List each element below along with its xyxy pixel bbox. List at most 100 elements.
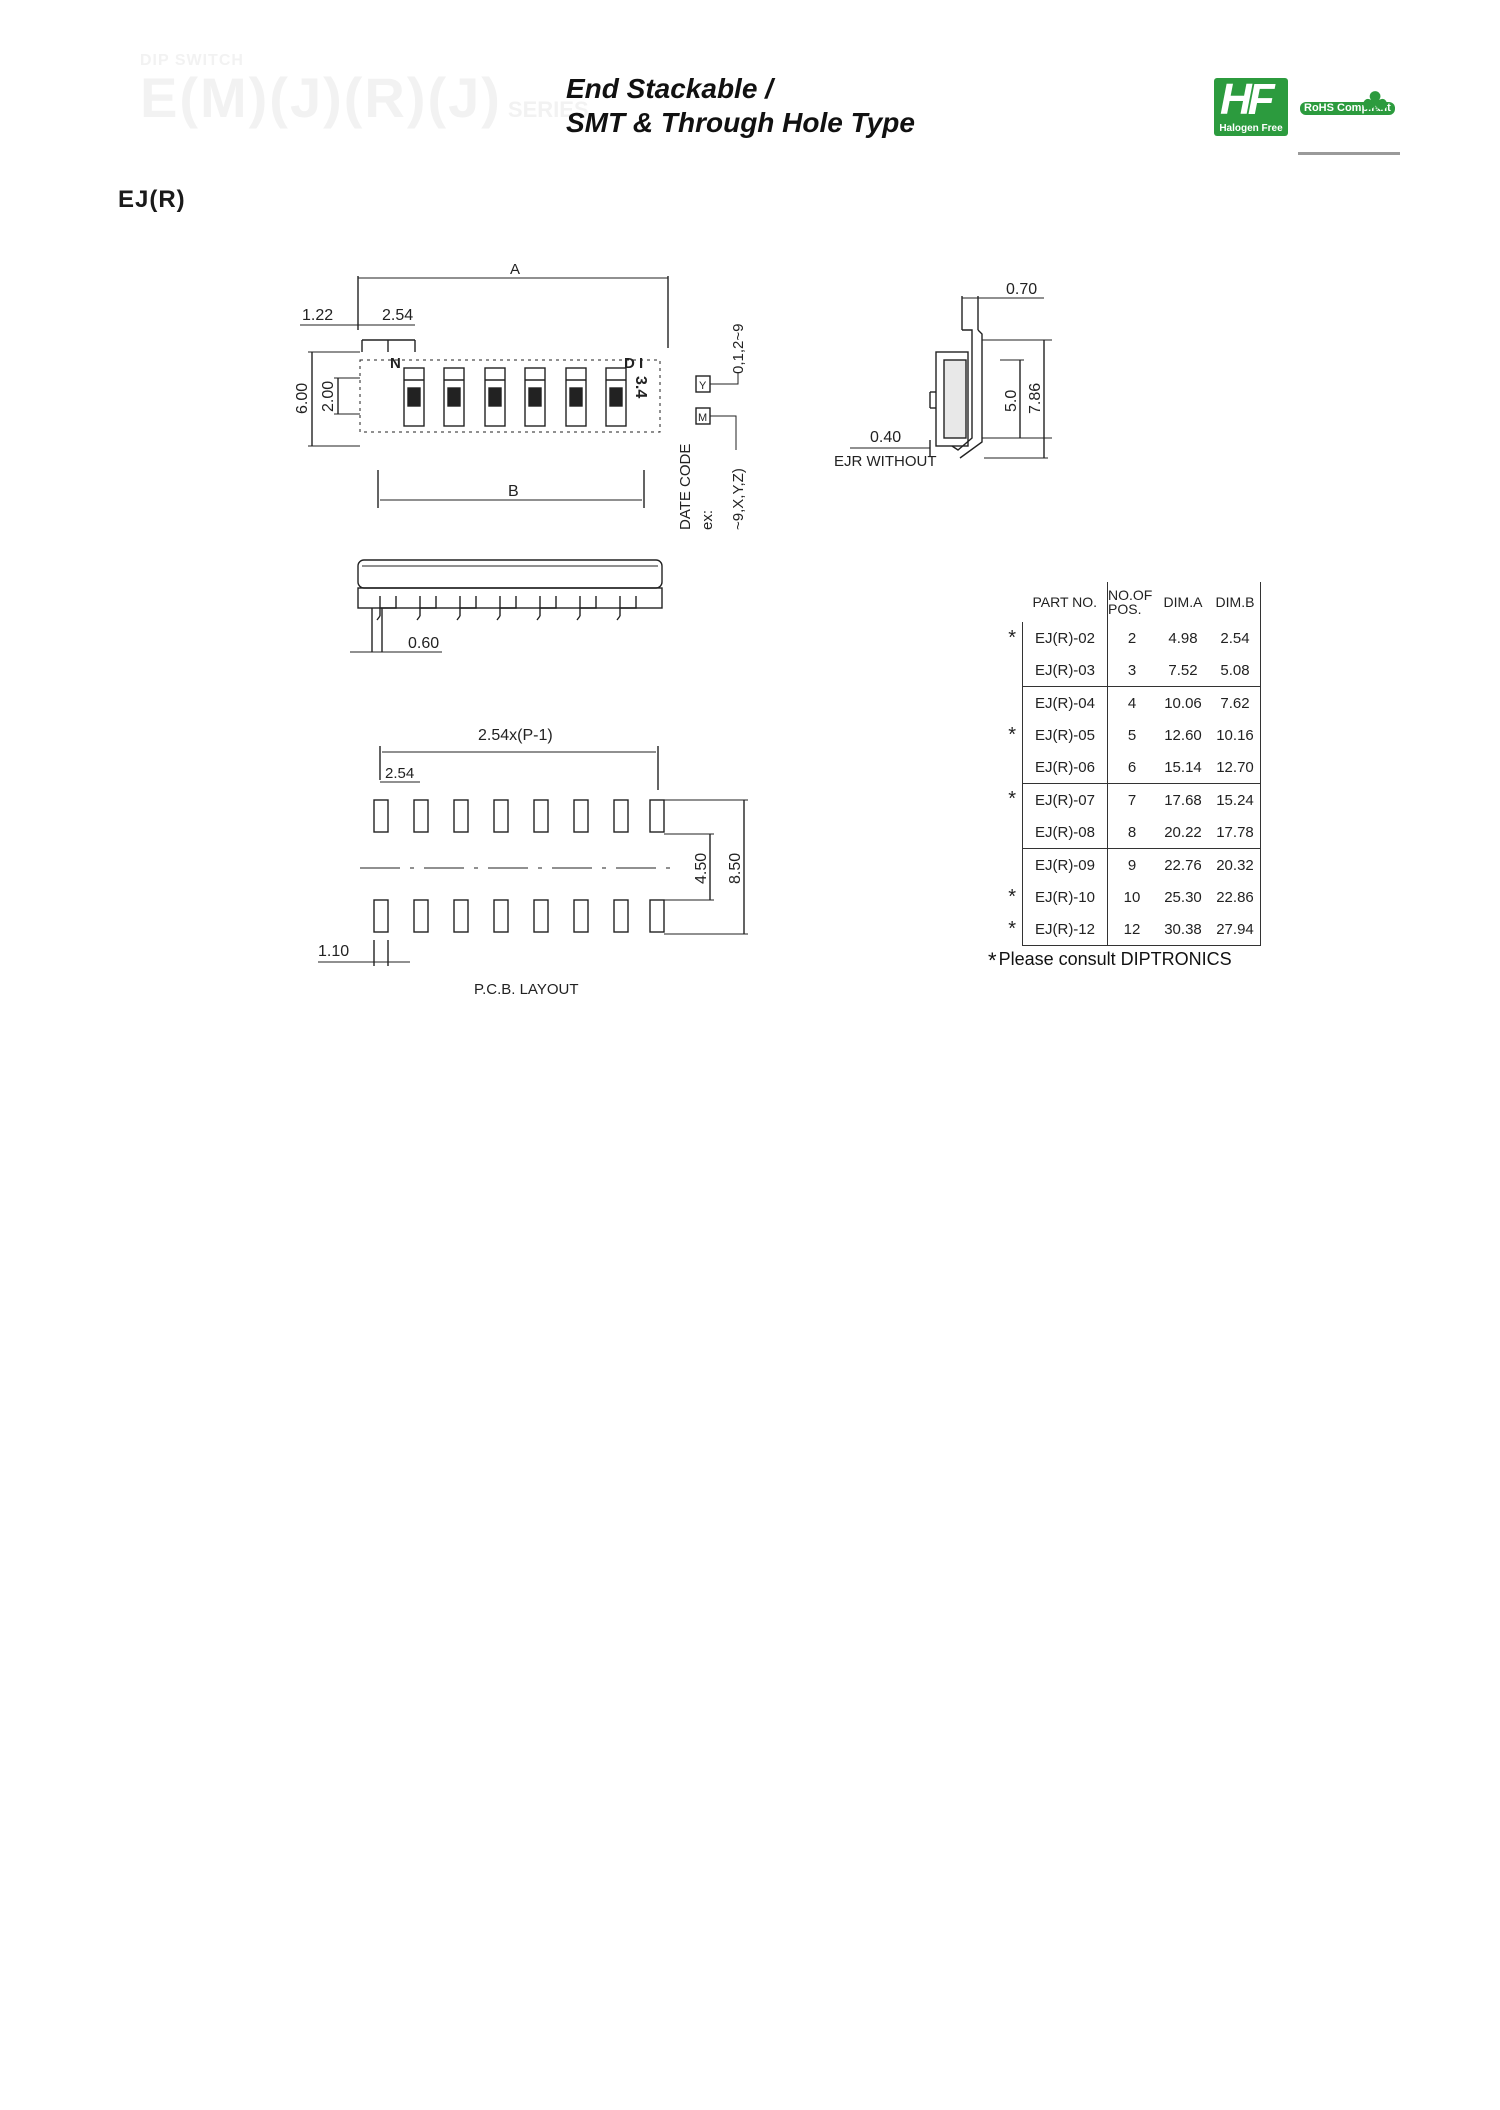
dim-0-40: 0.40	[870, 429, 901, 446]
page-title: End Stackable / SMT & Through Hole Type	[566, 72, 915, 140]
cell-dim-b: 22.86	[1210, 881, 1261, 913]
footnote-text: Please consult DIPTRONICS	[998, 949, 1232, 969]
table-row: * EJ(R)-05 5 12.60 10.16	[988, 719, 1261, 751]
table-row: EJ(R)-03 3 7.52 5.08	[988, 654, 1261, 687]
pcb-4-50: 4.50	[693, 853, 710, 884]
cell-pos: 9	[1107, 848, 1156, 881]
cell-part: EJ(R)-08	[1022, 816, 1108, 849]
cell-part: EJ(R)-04	[1022, 686, 1108, 719]
cell-part: EJ(R)-07	[1022, 783, 1108, 816]
side-view: 0.70 5.0 7.86 0.40 EJR WITHOUT	[834, 281, 1052, 470]
dim-2-54-top: 2.54	[382, 307, 413, 324]
watermark-small: DIP SWITCH	[140, 52, 244, 69]
label-di: D I	[624, 355, 643, 372]
rohs-text: RoHS Compliant	[1300, 102, 1395, 115]
header-dim-a: DIM.A	[1163, 594, 1203, 610]
dim-6-00: 6.00	[294, 383, 311, 414]
cell-part: EJ(R)-12	[1022, 913, 1108, 946]
cell-dim-a: 12.60	[1164, 726, 1202, 744]
table-footnote: *Please consult DIPTRONICS	[988, 948, 1232, 974]
dimension-table: PART NO. NO.OF POS. DIM.A DIM.B * EJ(R)-…	[988, 582, 1261, 946]
cell-dim-b: 2.54	[1210, 622, 1261, 654]
consult-star	[988, 849, 1023, 882]
pcb-8-50: 8.50	[727, 853, 744, 884]
table-row: * EJ(R)-02 2 4.98 2.54	[988, 622, 1261, 654]
header-pos: NO.OF POS.	[1107, 582, 1156, 622]
title-line-2: SMT & Through Hole Type	[566, 107, 915, 138]
cell-pos: 10	[1107, 881, 1156, 913]
watermark-big: E(M)(J)(R)(J)	[140, 66, 502, 129]
cell-dim-b: 27.94	[1210, 913, 1261, 946]
header-dim-b: DIM.B	[1210, 582, 1261, 622]
pcb-layout: 2.54x(P-1) 2.54 4.50 8.50 1.10 P.C.B. LA…	[318, 727, 748, 998]
code-digits: 0,1,2~9	[730, 324, 747, 374]
consult-star	[988, 687, 1023, 720]
cell-dim-a: 17.68	[1156, 783, 1210, 816]
cell-dim-b: 20.32	[1210, 848, 1261, 881]
top-view: A 1.22 2.54 N D I 6.00 2.00 3.4	[294, 261, 747, 530]
ejr-without: EJR WITHOUT	[834, 453, 937, 470]
header-part: PART NO.	[1032, 594, 1098, 610]
cell-dim-b: 7.62	[1210, 686, 1261, 719]
cell-part: EJ(R)-10	[1022, 881, 1108, 913]
cell-part: EJ(R)-03	[1022, 654, 1108, 687]
code-letters: ~9,X,Y,Z)	[730, 468, 747, 530]
cell-part: EJ(R)-05	[1022, 719, 1108, 751]
watermark-series: SERIES	[507, 97, 589, 122]
consult-star: *	[1008, 626, 1016, 649]
cell-dim-a: 7.52	[1168, 661, 1198, 679]
dim-5-0: 5.0	[1003, 390, 1020, 412]
front-view: 0.60	[350, 559, 663, 653]
consult-star: *	[1008, 788, 1016, 811]
consult-star	[988, 751, 1023, 784]
footnote-star: *	[988, 948, 997, 973]
terminal-row	[376, 596, 637, 621]
date-example: ex:	[699, 510, 716, 530]
pcb-1-10: 1.10	[318, 943, 349, 960]
cell-dim-b: 15.24	[1210, 783, 1261, 816]
cell-pos: 6	[1107, 751, 1156, 784]
cell-pos: 4	[1107, 686, 1156, 719]
cell-pos: 5	[1107, 719, 1156, 751]
cell-dim-a: 22.76	[1156, 848, 1210, 881]
cell-pos: 8	[1107, 816, 1156, 849]
dim-1-22: 1.22	[302, 307, 333, 324]
dim-2-00: 2.00	[320, 381, 337, 412]
cell-dim-b: 10.16	[1210, 719, 1261, 751]
cell-part: EJ(R)-09	[1022, 848, 1108, 881]
table-row: EJ(R)-06 6 15.14 12.70	[988, 751, 1261, 784]
cell-dim-b: 5.08	[1210, 654, 1261, 687]
cell-dim-a: 30.38	[1156, 913, 1210, 946]
pad-row-top	[373, 799, 665, 833]
table-row: EJ(R)-09 9 22.76 20.32	[988, 848, 1261, 882]
cell-pos: 7	[1107, 783, 1156, 816]
hf-text: Halogen Free	[1219, 123, 1283, 134]
rohs-logo: RoHS Compliant ♣	[1298, 80, 1402, 136]
dim-0-70: 0.70	[1006, 281, 1037, 298]
box-m: M	[698, 412, 707, 424]
switch-row	[403, 367, 627, 427]
section-label: EJ(R)	[118, 186, 186, 213]
consult-star: *	[1008, 917, 1016, 940]
consult-star: *	[1008, 885, 1016, 908]
pad-row-bottom	[373, 899, 665, 933]
cell-part: EJ(R)-02	[1022, 622, 1108, 654]
cell-dim-b: 12.70	[1210, 751, 1261, 784]
clover-icon: ♣	[1362, 80, 1389, 124]
dim-0-60: 0.60	[408, 635, 439, 652]
cell-dim-a: 4.98	[1168, 629, 1198, 647]
header-pos-line2: POS.	[1108, 601, 1142, 617]
box-y: Y	[699, 380, 707, 392]
cell-dim-a: 20.22	[1164, 823, 1202, 841]
pcb-layout-caption: P.C.B. LAYOUT	[474, 981, 578, 998]
consult-star	[988, 654, 1023, 687]
dim-7-86: 7.86	[1027, 383, 1044, 414]
table-row: * EJ(R)-12 12 30.38 27.94	[988, 913, 1261, 946]
table-row: * EJ(R)-10 10 25.30 22.86	[988, 881, 1261, 913]
label-n: N	[390, 355, 401, 372]
cell-pos: 3	[1107, 654, 1156, 687]
cell-dim-a: 25.30	[1164, 888, 1202, 906]
cell-dim-b: 17.78	[1210, 816, 1261, 849]
dim-3-4: 3.4	[632, 376, 649, 398]
